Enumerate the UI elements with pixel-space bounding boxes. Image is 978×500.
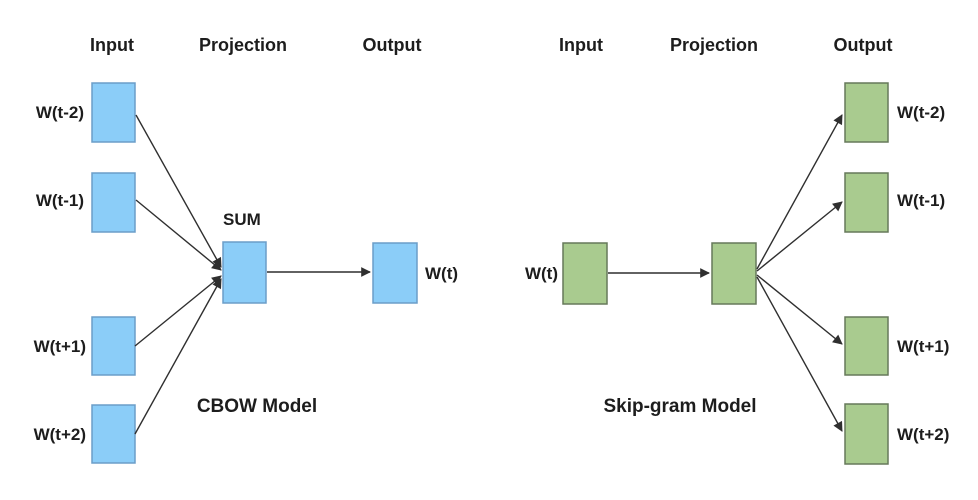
skipgram-column-header-output: Output — [834, 35, 893, 55]
cbow-input-label-wt-plus-2: W(t+2) — [34, 425, 86, 444]
cbow-input-label-wt-minus-1: W(t-1) — [36, 191, 84, 210]
skipgram-projection-box — [711, 242, 757, 305]
skipgram-output-box-wt-minus-2 — [844, 82, 889, 143]
skipgram-arrow-to-wt-plus-2 — [756, 276, 843, 432]
skipgram-arrow-to-wt-minus-1 — [756, 201, 843, 272]
cbow-projection-box — [222, 241, 267, 304]
skipgram-model-title: Skip-gram Model — [603, 396, 756, 417]
skipgram-input-box — [562, 242, 608, 305]
skipgram-output-label-wt-minus-1: W(t-1) — [897, 191, 945, 210]
skipgram-arrow-to-wt-minus-2 — [756, 114, 843, 270]
cbow-model-title: CBOW Model — [197, 396, 317, 417]
cbow-arrow-wt-plus-2-to-sum — [134, 278, 222, 435]
cbow-arrow-wt-plus-1-to-sum — [134, 275, 222, 347]
skipgram-arrow-to-wt-plus-1 — [756, 274, 843, 345]
cbow-output-box — [372, 242, 418, 304]
cbow-input-box-wt-minus-2 — [91, 82, 136, 143]
cbow-arrow-wt-minus-2-to-sum — [135, 114, 222, 268]
cbow-column-header-output: Output — [363, 35, 422, 55]
skipgram-output-label-wt-plus-1: W(t+1) — [897, 337, 949, 356]
cbow-column-header-projection: Projection — [199, 35, 287, 55]
skipgram-output-box-wt-minus-1 — [844, 172, 889, 233]
cbow-input-box-wt-plus-1 — [91, 316, 136, 376]
skipgram-column-header-input: Input — [559, 35, 603, 55]
cbow-arrow-wt-minus-1-to-sum — [135, 199, 222, 271]
skipgram-output-label-wt-minus-2: W(t-2) — [897, 103, 945, 122]
cbow-input-box-wt-plus-2 — [91, 404, 136, 464]
cbow-sum-label: SUM — [223, 210, 261, 229]
skipgram-output-box-wt-plus-1 — [844, 316, 889, 376]
cbow-column-header-input: Input — [90, 35, 134, 55]
skipgram-input-label-wt: W(t) — [525, 264, 558, 283]
cbow-input-label-wt-plus-1: W(t+1) — [34, 337, 86, 356]
skipgram-output-label-wt-plus-2: W(t+2) — [897, 425, 949, 444]
cbow-input-label-wt-minus-2: W(t-2) — [36, 103, 84, 122]
cbow-input-box-wt-minus-1 — [91, 172, 136, 233]
skipgram-column-header-projection: Projection — [670, 35, 758, 55]
skipgram-output-box-wt-plus-2 — [844, 403, 889, 465]
cbow-output-label-wt: W(t) — [425, 264, 458, 283]
